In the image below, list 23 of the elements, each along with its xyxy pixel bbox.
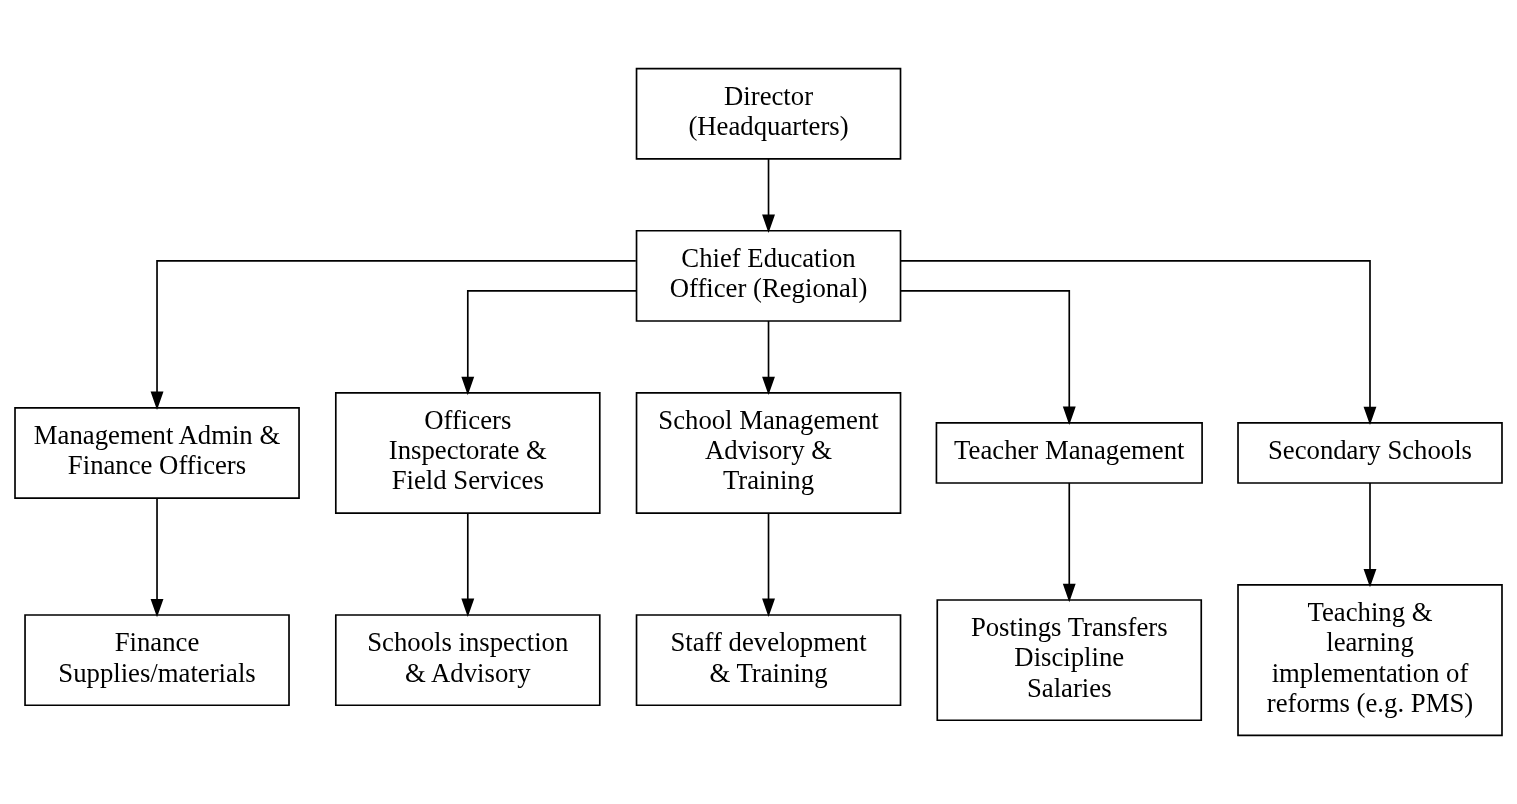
arrow <box>461 290 637 396</box>
arrow <box>762 320 775 396</box>
node-box: Chief Education Officer (Regional) <box>635 229 902 322</box>
node-box: Management Admin & Finance Officers <box>14 407 300 499</box>
arrow <box>150 497 164 618</box>
node-box: Postings Transfers Discipline Salaries <box>936 599 1203 722</box>
node-box: Schools inspection & Advisory <box>334 614 601 707</box>
node-box: Secondary Schools <box>1237 422 1503 484</box>
arrow <box>762 158 775 233</box>
arrow <box>762 512 775 617</box>
node-box: School Management Advisory & Training <box>635 391 902 514</box>
node-box: Staff development & Training <box>635 614 902 707</box>
arrow <box>1062 482 1076 603</box>
node-box: Officers Inspectorate & Field Services <box>334 391 601 514</box>
arrow <box>899 260 1377 426</box>
arrow <box>150 260 637 410</box>
node-box: Director (Headquarters) <box>635 67 902 160</box>
arrow <box>1363 482 1377 588</box>
node-box: Finance Supplies/materials <box>24 614 290 707</box>
arrow <box>461 512 475 617</box>
node-box: Teaching & learning implementation of reforms (e.g. PMS) <box>1237 584 1503 737</box>
arrow <box>900 290 1076 425</box>
node-box: Teacher Management <box>935 422 1203 484</box>
